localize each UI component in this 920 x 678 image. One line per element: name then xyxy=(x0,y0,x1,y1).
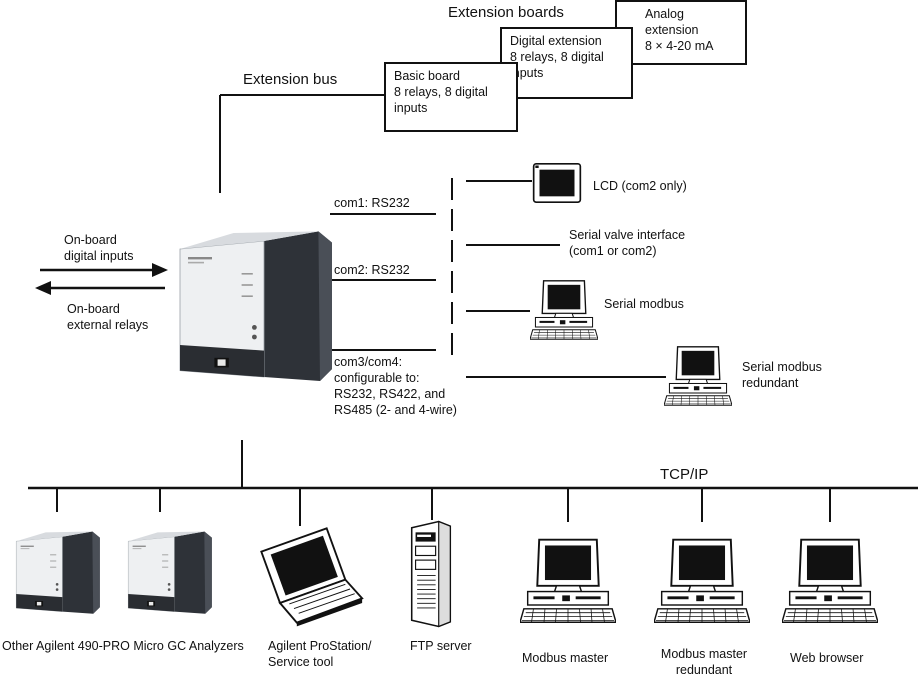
serial-modbus-redundant-label: Serial modbus redundant xyxy=(742,360,822,390)
other-analyzers-label: Other Agilent 490-PRO Micro GC Analyzers xyxy=(2,639,244,653)
basic-board: Basic board 8 relays, 8 digital inputs xyxy=(384,62,518,132)
extension-boards-label: Extension boards xyxy=(448,4,564,21)
onboard-digital-inputs-label: On-board digital inputs xyxy=(64,233,134,263)
com2-label: com2: RS232 xyxy=(334,263,410,277)
gc-analyzer-icon xyxy=(179,230,333,382)
com1-label: com1: RS232 xyxy=(334,196,410,210)
desktop-computer-icon xyxy=(782,538,878,624)
desktop-computer-icon xyxy=(664,345,732,407)
web-browser-label: Web browser xyxy=(790,651,864,665)
lcd-label: LCD (com2 only) xyxy=(593,179,687,193)
server-tower-icon xyxy=(410,520,452,628)
digital-extension-board: Digital extension 8 relays, 8 digital in… xyxy=(500,27,633,99)
desktop-computer-icon xyxy=(654,538,750,624)
ftp-server-label: FTP server xyxy=(410,639,472,653)
laptop-icon xyxy=(260,527,364,628)
modbus-master-redundant-label: Modbus master redundant xyxy=(660,647,748,677)
desktop-computer-icon xyxy=(520,538,616,624)
modbus-master-label: Modbus master xyxy=(522,651,609,665)
gc-analyzer-icon xyxy=(15,531,101,615)
tcpip-label: TCP/IP xyxy=(660,466,709,483)
serial-valve-interface-label: Serial valve interface (com1 or com2) xyxy=(569,228,686,258)
extension-bus-label: Extension bus xyxy=(243,71,338,88)
serial-modbus-label: Serial modbus xyxy=(604,297,684,311)
gc-analyzer-icon xyxy=(127,531,213,615)
desktop-computer-icon xyxy=(530,279,598,341)
lcd-icon xyxy=(532,162,582,204)
onboard-external-relays-label: On-board external relays xyxy=(67,302,149,332)
prostation-label: Agilent ProStation/ Service tool xyxy=(268,639,372,669)
analog-extension-board: Analog extension 8 × 4-20 mA xyxy=(615,0,747,65)
com34-label: com3/com4: configurable to: RS232, RS422… xyxy=(334,355,457,417)
